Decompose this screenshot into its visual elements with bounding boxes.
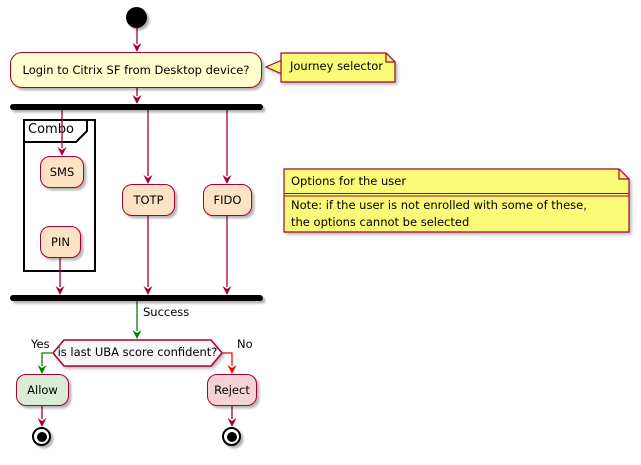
activity-fido: FIDO <box>203 184 252 216</box>
arrowhead <box>37 365 47 374</box>
arrowhead <box>37 418 47 427</box>
join-bar <box>10 295 263 301</box>
flow-arrow-no <box>223 352 233 366</box>
activity-reject: Reject <box>207 374 257 406</box>
activity-login: Login to Citrix SF from Desktop device? <box>10 52 262 88</box>
decision-hexagon <box>52 339 223 367</box>
arrowhead <box>132 95 142 104</box>
arrowhead <box>222 175 232 184</box>
fork-bar <box>10 104 263 110</box>
activity-sms-label: SMS <box>49 164 75 179</box>
note-pointer <box>264 59 283 75</box>
arrowhead <box>132 330 142 339</box>
arrowhead <box>132 43 142 52</box>
start-node <box>126 7 147 28</box>
flow-arrow-yes <box>41 352 52 366</box>
end-node-allow-dot <box>36 431 47 442</box>
note-options-body-line1: Note: if the user is not enrolled with s… <box>291 198 587 212</box>
end-node-reject <box>222 427 241 446</box>
edge-label-success: Success <box>143 305 190 319</box>
activity-pin: PIN <box>40 226 81 258</box>
arrowhead <box>57 147 67 156</box>
arrowhead <box>227 365 237 374</box>
edge-label-no: No <box>237 337 253 351</box>
edge-label-yes: Yes <box>31 337 50 351</box>
activity-login-label: Login to Citrix SF from Desktop device? <box>22 62 250 77</box>
decision-label: is last UBA score confident? <box>57 344 218 359</box>
arrowhead <box>227 418 237 427</box>
note-options-body-line2: the options cannot be selected <box>291 215 470 230</box>
note-journey-selector <box>264 52 396 83</box>
activity-allow: Allow <box>16 374 69 406</box>
activity-fido-label: FIDO <box>213 192 242 207</box>
note-journey-selector-text: Journey selector <box>290 59 383 73</box>
arrowhead <box>55 286 65 295</box>
arrowhead <box>222 286 232 295</box>
arrowhead <box>143 286 153 295</box>
activity-allow-label: Allow <box>27 382 58 397</box>
activity-sms: SMS <box>40 156 84 188</box>
end-node-reject-dot <box>226 431 237 442</box>
activity-reject-label: Reject <box>214 382 250 397</box>
activity-totp-label: TOTP <box>133 192 164 207</box>
partition-tab <box>23 119 88 143</box>
note-options-title: Options for the user <box>291 174 407 188</box>
note-options-body: Note: if the user is not enrolled with s… <box>291 197 629 232</box>
note-options <box>283 168 630 233</box>
arrowhead <box>143 175 153 184</box>
activity-totp: TOTP <box>122 184 175 216</box>
end-node-allow <box>32 427 51 446</box>
activity-pin-label: PIN <box>51 234 70 249</box>
